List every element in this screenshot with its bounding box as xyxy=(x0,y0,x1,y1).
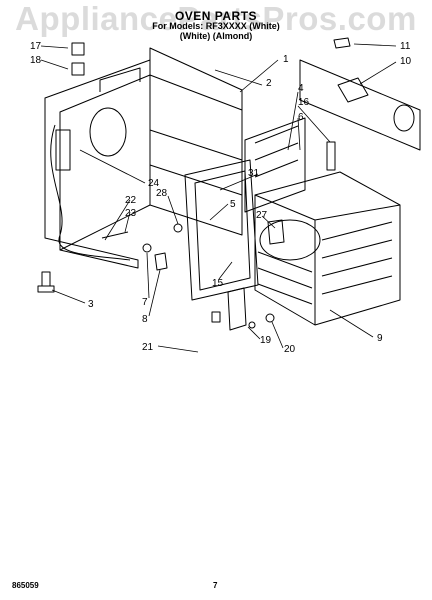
gasket-23 xyxy=(101,231,129,239)
callout-19: 19 xyxy=(260,335,272,346)
light-socket xyxy=(337,77,369,103)
callout-7: 7 xyxy=(142,297,148,308)
callout-17: 17 xyxy=(30,41,42,52)
hinge-bracket xyxy=(227,287,247,331)
side-panel xyxy=(244,117,306,213)
front-frame xyxy=(184,159,259,301)
plug-18 xyxy=(71,62,85,76)
screw-7 xyxy=(142,243,152,253)
light-lens xyxy=(393,104,415,132)
screw-19 xyxy=(248,321,256,329)
callout-4: 4 xyxy=(298,83,304,94)
oven-liner xyxy=(254,171,401,326)
callout-6: 6 xyxy=(298,112,304,123)
bulb xyxy=(333,37,351,49)
color-line: (White) (Almond) xyxy=(179,31,253,41)
callout-18: 18 xyxy=(30,55,42,66)
bracket-27 xyxy=(267,219,285,245)
fan-cover xyxy=(89,107,127,157)
models-line: For Models: RF3XXXX (White) xyxy=(152,21,280,31)
callout-8: 8 xyxy=(142,314,148,325)
diagram-title: OVEN PARTS xyxy=(174,9,258,23)
document-number: 865059 xyxy=(12,581,39,590)
callout-10: 10 xyxy=(400,56,412,67)
plug-17 xyxy=(71,42,85,56)
callout-23: 23 xyxy=(125,208,137,219)
page-number: 7 xyxy=(213,581,218,590)
rack-pin xyxy=(326,141,336,171)
callout-21: 21 xyxy=(142,342,154,353)
callout-9: 9 xyxy=(377,333,383,344)
callout-27: 27 xyxy=(256,210,268,221)
wire-harness xyxy=(50,124,131,261)
latch xyxy=(154,252,168,271)
screw-28 xyxy=(173,223,183,233)
callout-16: 16 xyxy=(298,97,310,108)
callout-1: 1 xyxy=(283,54,289,65)
callout-2: 2 xyxy=(266,78,272,89)
liner-opening xyxy=(259,219,321,261)
callout-28: 28 xyxy=(156,188,168,199)
callout-20: 20 xyxy=(284,344,296,355)
oven-cabinet-outline xyxy=(44,47,243,269)
callout-31: 31 xyxy=(248,168,260,179)
callout-5: 5 xyxy=(230,199,236,210)
callout-22: 22 xyxy=(125,195,137,206)
callout-15: 15 xyxy=(212,278,224,289)
callout-24: 24 xyxy=(148,178,160,189)
callout-11: 11 xyxy=(400,41,411,52)
callout-3: 3 xyxy=(88,299,94,310)
watermark: AppliancePartsPros.com xyxy=(15,0,417,37)
screw-20 xyxy=(265,313,275,323)
leveling-leg xyxy=(37,271,55,293)
